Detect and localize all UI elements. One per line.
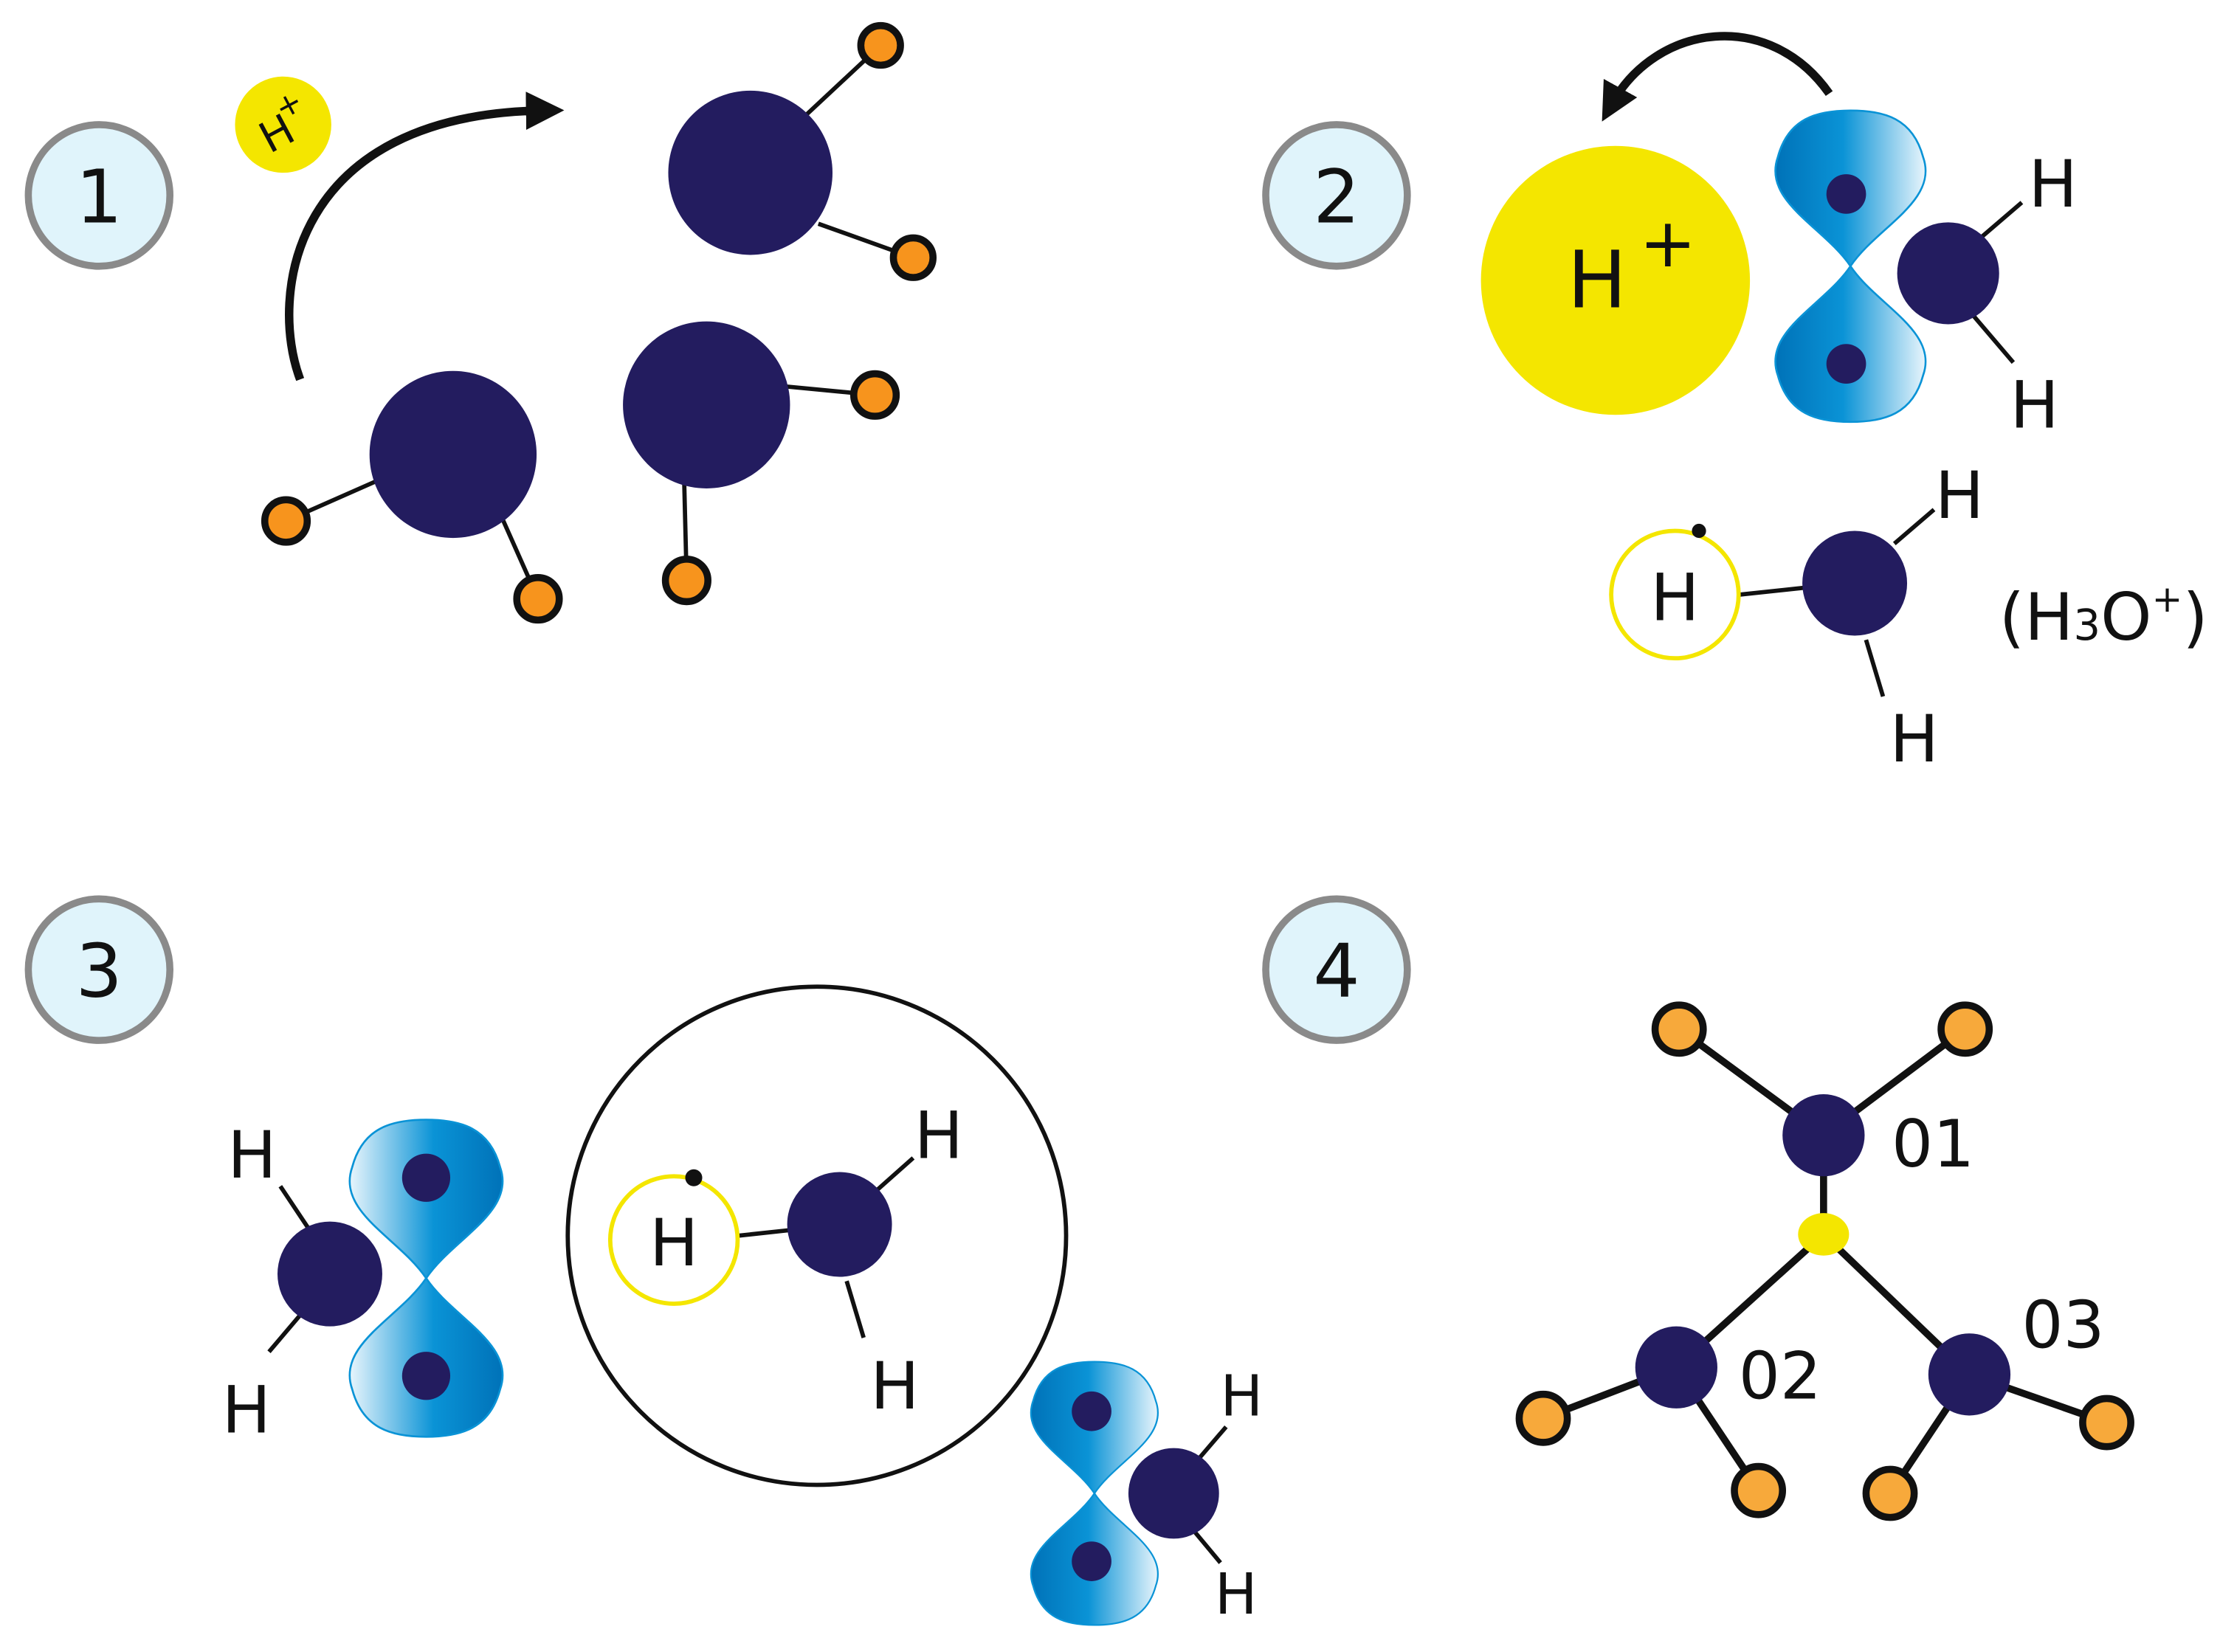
hydrogen-atom <box>1937 1001 1993 1057</box>
oxygen-atom <box>1782 1094 1865 1177</box>
hydrogen-label: H <box>227 1117 276 1193</box>
panel-number-badge: 4 <box>1262 895 1411 1044</box>
hydrogen-atom <box>1862 1465 1918 1521</box>
water-molecule-icon <box>668 21 937 281</box>
hydrogen-label: H <box>914 1097 963 1173</box>
panel-number-badge: 1 <box>24 121 173 270</box>
oxygen-label-03: 03 <box>2021 1287 2104 1363</box>
hydrogen-label: H <box>1221 1364 1264 1430</box>
hydrogen-label: H <box>1889 701 1938 777</box>
proton-charge: + <box>1639 204 1696 283</box>
oxygen-atom <box>1635 1326 1717 1409</box>
panel-number: 1 <box>76 153 123 240</box>
reaction-arrow-icon <box>1602 32 1833 122</box>
hydrogen-label: H <box>2028 146 2077 222</box>
hydrogen-label: H <box>222 1372 271 1448</box>
hydrogen-atom <box>1731 1462 1787 1518</box>
hydrogen-atom <box>513 574 563 624</box>
hydrogen-label: H <box>870 1348 919 1424</box>
reaction-arrow-icon <box>285 91 565 381</box>
electron-dot <box>1692 523 1706 539</box>
panel-number-badge: 3 <box>24 895 173 1044</box>
hydrogen-atom <box>661 556 711 606</box>
hydronium-ion: H H H (H3O+) <box>1609 457 2208 777</box>
oxygen-atom <box>1897 222 1999 325</box>
hydronium-ion: H H H <box>565 984 1069 1487</box>
panel-number: 2 <box>1313 153 1359 240</box>
electron-pair <box>1072 1541 1111 1581</box>
oxygen-atom <box>1802 530 1908 636</box>
oxygen-label-01: 01 <box>1892 1106 1974 1182</box>
hydrogen-bond-network: 01 02 03 <box>1515 1001 2134 1521</box>
oxygen-label-02: 02 <box>1739 1338 1821 1414</box>
hydrogen-atom <box>889 234 937 281</box>
panel-number: 3 <box>76 928 123 1015</box>
water-molecule-icon <box>623 321 900 606</box>
panel-number: 4 <box>1313 928 1359 1015</box>
proton-icon <box>1798 1213 1850 1256</box>
panel-number-badge: 2 <box>1262 121 1411 270</box>
hydrogen-atom <box>1651 1001 1707 1057</box>
hydrogen-label: H <box>2010 367 2059 443</box>
water-molecule-icon: H H <box>222 1117 382 1448</box>
panel-2: 2 H + H H H H H <box>1262 32 2208 777</box>
highlight-circle <box>565 984 1069 1487</box>
water-molecule-icon <box>261 370 563 624</box>
hydrogen-atom <box>849 370 900 420</box>
proton-icon: H + <box>235 76 331 173</box>
electron-pair <box>1826 344 1866 384</box>
panel-4: 4 01 <box>1262 895 2134 1521</box>
oxygen-atom <box>668 90 832 255</box>
panel-1: 1 H + <box>24 21 937 624</box>
electron-pair <box>1826 174 1866 214</box>
hydrogen-atom <box>857 21 904 69</box>
oxygen-atom <box>1128 1448 1219 1539</box>
oxygen-atom <box>1928 1333 2011 1416</box>
electron-pair <box>401 1352 451 1400</box>
hydronium-formula: (H3O+) <box>1999 578 2208 655</box>
hydrogen-atom <box>261 496 311 546</box>
oxygen-atom <box>623 321 790 488</box>
proton-label: H <box>1568 234 1627 326</box>
proton-shell <box>1609 528 1741 661</box>
water-molecule-icon: H H <box>1897 146 2078 443</box>
oxygen-atom <box>369 370 537 539</box>
electron-dot <box>685 1169 703 1186</box>
hydrogen-label: H <box>1215 1562 1258 1628</box>
hydrogen-atom <box>1515 1390 1571 1446</box>
electron-pair <box>401 1153 451 1202</box>
hydrogen-atom <box>2079 1394 2134 1451</box>
lone-pair-orbital-icon <box>348 1119 504 1438</box>
electron-pair <box>1072 1391 1111 1431</box>
panel-3: 3 H H H H H <box>24 895 1263 1628</box>
lone-pair-orbital-icon <box>1030 1361 1159 1626</box>
lone-pair-orbital-icon <box>1774 109 1927 424</box>
hydrogen-label: H <box>1650 559 1699 635</box>
oxygen-atom <box>278 1221 382 1327</box>
proton-icon: H + <box>1480 145 1751 415</box>
hydrogen-label: H <box>1935 457 1984 533</box>
oxygen-atom <box>787 1172 892 1277</box>
proton-shell <box>607 1174 740 1306</box>
water-molecule-icon: H H <box>1128 1364 1263 1628</box>
hydrogen-label: H <box>649 1205 698 1281</box>
